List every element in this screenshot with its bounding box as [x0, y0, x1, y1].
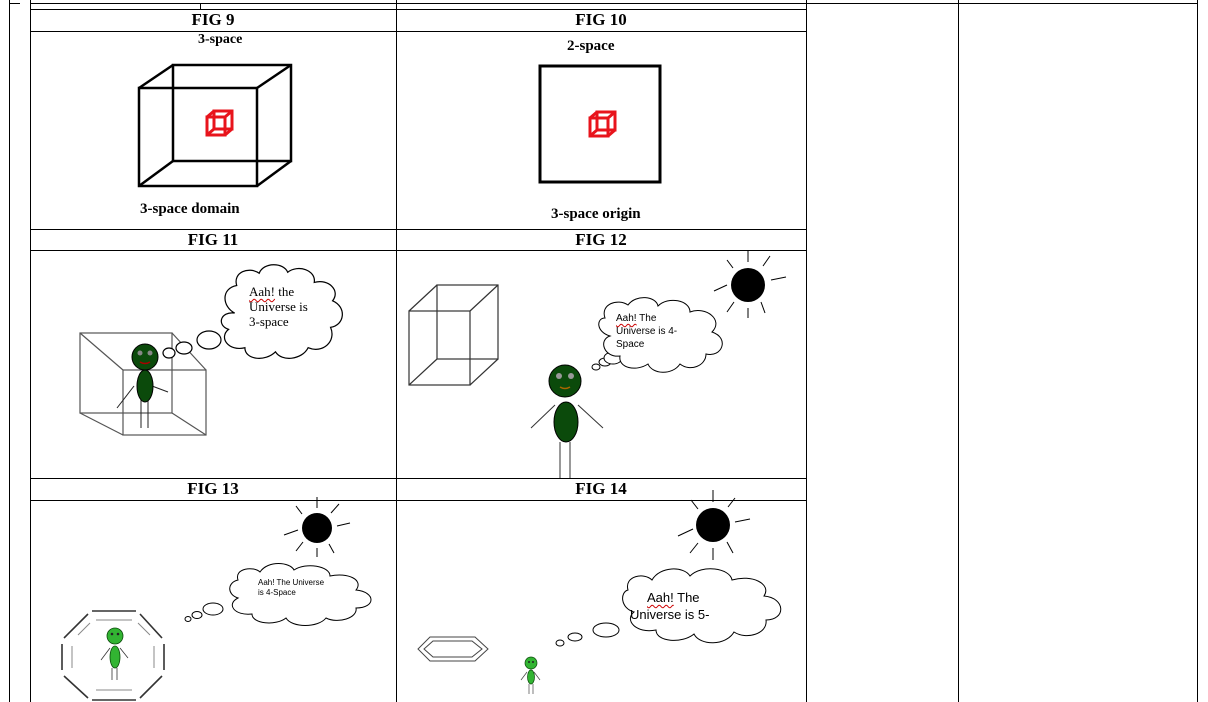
fig10-bottom-label: 3-space origin: [551, 206, 641, 222]
fig12-bubble-rest: The: [636, 313, 657, 324]
fig11-bubble-line1: Aah! the: [249, 285, 294, 299]
col-divider-1: [396, 0, 397, 702]
fig12-bubble-word: Aah!: [616, 313, 637, 324]
row-line-fig13-top: [30, 478, 807, 479]
fig10-title: FIG 10: [575, 10, 627, 29]
tiny-notch: [200, 3, 201, 10]
fig13-title: FIG 13: [187, 479, 239, 498]
row-line-fig9-header: [30, 31, 807, 32]
top-border-right: [806, 3, 1198, 4]
outer-right-border: [1197, 0, 1198, 702]
fig13-bubble-line1: Aah! The Universe: [258, 578, 325, 587]
fig14-bubble-line1: Aah! The: [647, 590, 700, 606]
fig12-bubble-line1: Aah! The: [616, 313, 656, 325]
fig9-bottom-label: 3-space domain: [140, 201, 240, 217]
fig11-bubble-word: Aah!: [249, 284, 275, 299]
inner-top-edge-2: [30, 9, 807, 10]
left-margin-mark: [9, 0, 10, 702]
row-line-fig11-header: [30, 250, 807, 251]
fig11-bubble-line2: Universe is: [249, 299, 308, 314]
fig12-title: FIG 12: [575, 230, 627, 249]
fig10-top-label: 2-space: [567, 38, 615, 54]
row-line-fig11-top: [30, 229, 807, 230]
fig9-top-label: 3-space: [198, 32, 243, 47]
fig11-title: FIG 11: [187, 230, 239, 249]
fig14-title: FIG 14: [575, 479, 627, 498]
fig11-bubble-rest: the: [275, 284, 295, 299]
row-line-fig13-header: [30, 500, 807, 501]
fig14-bubble-word: Aah!: [647, 590, 674, 605]
fig12-bubble-line2: Universe is 4-: [616, 326, 678, 337]
fig11-bubble-line3: 3-space: [249, 314, 289, 329]
col-divider-3: [958, 0, 959, 702]
fig12-bubble-line3: Space: [616, 339, 645, 350]
fig14-bubble-rest: The: [673, 590, 700, 605]
inner-top-edge: [30, 3, 807, 4]
fig14-bubble-line2: Universe is 5-: [630, 607, 710, 622]
top-left-tick: [10, 3, 20, 4]
fig9-title: FIG 9: [191, 10, 235, 29]
outer-left-border: [30, 0, 31, 702]
col-divider-2: [806, 0, 807, 702]
fig13-bubble-line2: is 4-Space: [258, 588, 296, 597]
